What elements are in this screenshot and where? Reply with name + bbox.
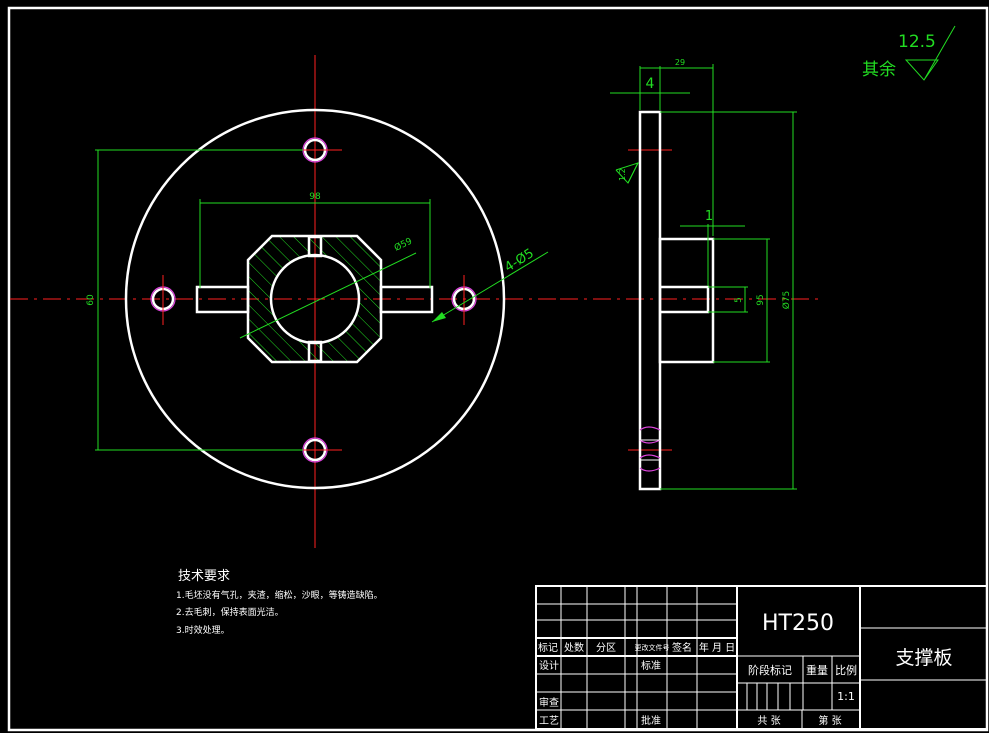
material-text: HT250	[762, 611, 834, 636]
scale-label: 比例	[835, 663, 857, 677]
dim-side-hub: 95	[756, 294, 766, 305]
header-sign: 签名	[672, 641, 692, 654]
roughness-symbol-icon	[904, 25, 956, 81]
outer-disk	[124, 108, 506, 490]
stage-mark: 阶段标记	[748, 663, 792, 677]
side-roughness-value: 1.2	[618, 168, 627, 181]
dim-front-height: 60	[86, 294, 96, 306]
front-view: 98 60 Ø59 4-Ø5	[10, 55, 560, 548]
row-approve: 批准	[641, 714, 661, 727]
bolt-holes	[150, 137, 477, 463]
side-slot	[660, 285, 710, 314]
weight-label: 重量	[806, 663, 828, 677]
header-count: 处数	[564, 641, 584, 654]
key-slot-bottom	[307, 340, 323, 363]
hub-hatch	[248, 236, 381, 362]
dim-front-width: 98	[309, 192, 321, 202]
dim-side-step: 1	[705, 209, 713, 224]
arm-left	[195, 285, 250, 314]
drawing-border	[7, 6, 989, 732]
row-process: 工艺	[539, 715, 559, 727]
tech-item-1: 1.毛坯没有气孔，夹渣，缩松，沙眼，等铸造缺陷。	[176, 589, 383, 601]
tech-requirements: 技术要求 1.毛坯没有气孔，夹渣，缩松，沙眼，等铸造缺陷。 2.去毛刺，保持表面…	[176, 569, 383, 636]
header-date: 年 月 日	[699, 641, 735, 654]
tech-item-3: 3.时效处理。	[176, 624, 230, 636]
header-zone: 分区	[596, 642, 616, 654]
dim-side-slot: 5	[734, 297, 744, 303]
tech-title: 技术要求	[178, 569, 230, 584]
arm-right	[379, 285, 434, 314]
dim-bore: Ø59	[392, 236, 414, 254]
key-slot-top	[307, 235, 323, 258]
roughness-value: 12.5	[898, 32, 936, 52]
side-view: 4 29 1 5 95 Ø75 1.2	[560, 58, 820, 491]
sheet-no: 第 张	[818, 714, 841, 727]
row-design: 设计	[539, 659, 559, 672]
dim-holes: 4-Ø5	[502, 246, 537, 275]
header-change-doc: 更改文件号	[635, 643, 670, 652]
header-mark: 标记	[538, 642, 558, 654]
title-block: HT250 支撑板 标记 处数 分区 更改文件号 签名 年 月 日 设计 标准 …	[535, 585, 988, 730]
dim-side-dia: Ø75	[781, 291, 792, 310]
title-block-frame	[535, 585, 988, 730]
side-hub	[658, 237, 715, 364]
row-standard: 标准	[641, 660, 661, 672]
total-sheets: 共 张	[757, 715, 780, 727]
part-name: 支撑板	[895, 647, 952, 669]
dim-side-total: 29	[675, 58, 685, 67]
row-review: 审查	[539, 696, 559, 709]
dim-side-flange: 4	[646, 76, 655, 92]
tech-item-2: 2.去毛刺，保持表面光洁。	[176, 606, 284, 618]
scale-value: 1:1	[837, 690, 855, 703]
roughness-label: 其余	[862, 60, 896, 80]
side-flange	[638, 110, 662, 491]
general-roughness: 12.5 其余	[862, 25, 956, 81]
